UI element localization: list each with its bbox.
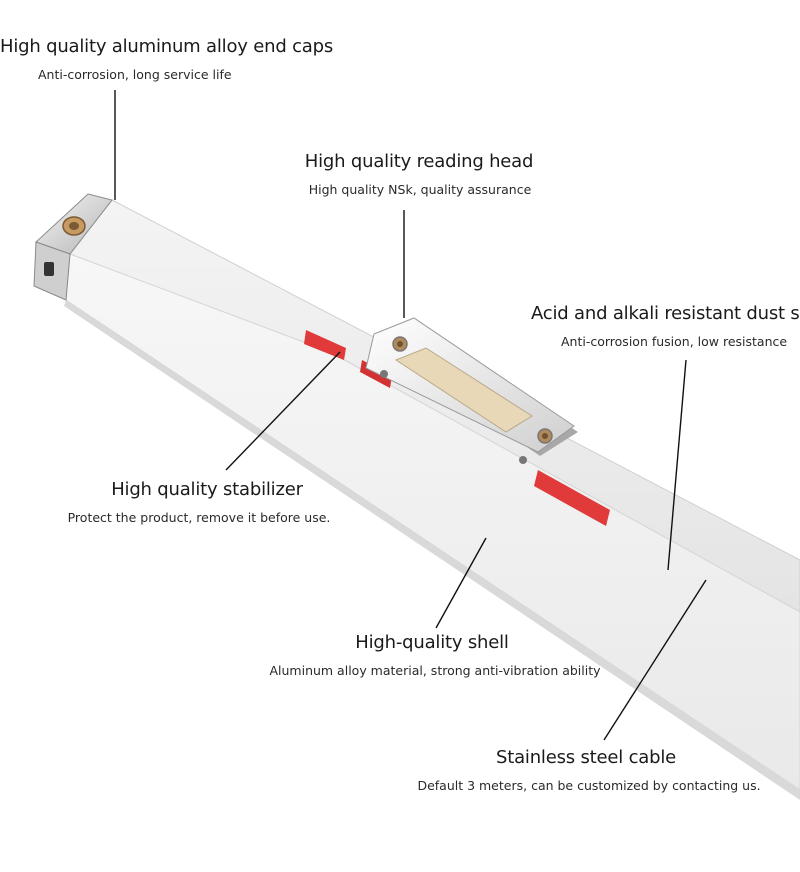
reading-head <box>365 317 578 464</box>
end-caps-subtitle: Anti-corrosion, long service life <box>38 67 232 82</box>
stabilizer-left <box>304 330 346 360</box>
cable-title: Stainless steel cable <box>495 747 677 768</box>
stabilizer-title: High quality stabilizer <box>111 479 303 500</box>
leader-lines <box>114 90 707 741</box>
reading-head-title: High quality reading head <box>304 151 534 172</box>
shell-subtitle: Aluminum alloy material, strong anti-vib… <box>269 663 601 678</box>
leader-stabilizer <box>225 351 341 471</box>
cable-subtitle: Default 3 meters, can be customized by c… <box>417 778 761 793</box>
leader-cable <box>603 579 707 741</box>
shell-bottom-edge <box>64 300 800 800</box>
end-cap <box>33 193 113 301</box>
dust-strip-title: Acid and alkali resistant dust strip <box>531 303 800 324</box>
leader-dust-strip <box>667 359 687 571</box>
stabilizer-right <box>534 470 610 526</box>
end-caps-title: High quality aluminum alloy end caps <box>0 36 334 57</box>
reading-head-subtitle: High quality NSk, quality assurance <box>308 182 532 197</box>
stabilizer-subtitle: Protect the product, remove it before us… <box>67 510 331 525</box>
dust-strip-subtitle: Anti-corrosion fusion, low resistance <box>561 334 788 349</box>
shell-title: High-quality shell <box>355 632 509 653</box>
leader-shell <box>435 537 487 629</box>
